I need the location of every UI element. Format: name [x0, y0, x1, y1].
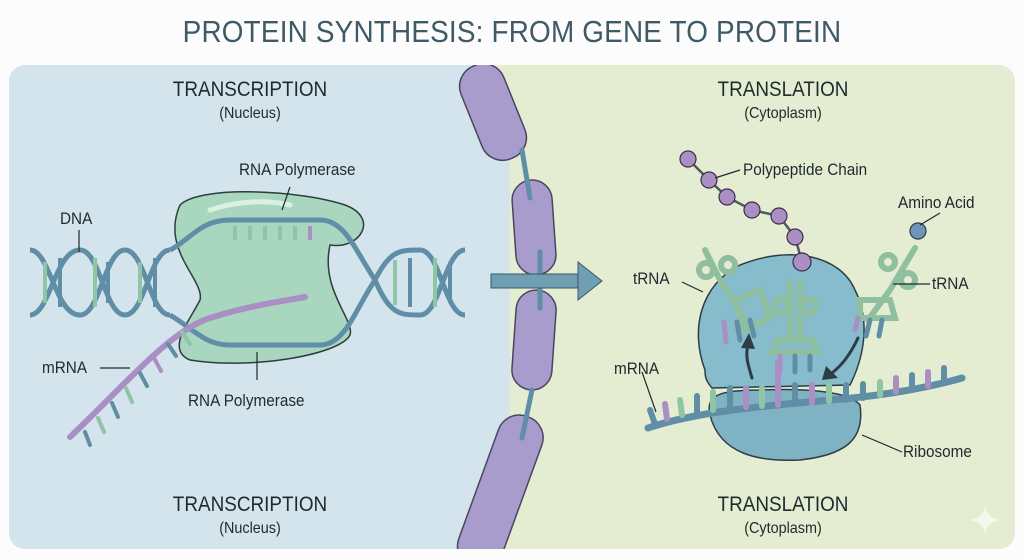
amino-acid-bead — [792, 252, 812, 272]
nucleus-footer-subheading: (Nucleus) — [219, 520, 281, 537]
trna-label-right: tRNA — [932, 274, 969, 293]
amino-acid-label: Amino Acid — [898, 193, 975, 212]
ribosome-label: Ribosome — [903, 442, 972, 461]
cytoplasm-subheading: (Cytoplasm) — [744, 105, 822, 122]
cytoplasm-footer-subheading: (Cytoplasm) — [744, 520, 822, 537]
dna-bubble-bases — [233, 226, 312, 240]
amino-acid-bead — [718, 188, 736, 206]
mrna-strand-translation — [644, 359, 966, 432]
amino-acid-bead — [679, 150, 697, 168]
nucleus-subheading: (Nucleus) — [219, 105, 281, 122]
amino-acid-bead — [700, 171, 718, 189]
arrow-up-icon — [741, 333, 755, 349]
dna-base-pairs-left — [43, 258, 157, 307]
dna-helix-left — [29, 247, 171, 318]
translation-footer-heading: TRANSLATION — [717, 493, 849, 516]
nuclear-pore-segment — [458, 65, 528, 162]
trna-center-anticodons — [777, 353, 813, 375]
nuclear-membrane — [456, 65, 585, 549]
polypeptide-chain — [679, 150, 812, 272]
amino-acid-bead — [770, 207, 788, 225]
sparkle-icon — [970, 505, 1000, 535]
arrow-down-icon — [822, 366, 838, 380]
mrna-label-translation: mRNA — [614, 359, 660, 378]
polypeptide-chain-label: Polypeptide Chain — [743, 160, 868, 179]
trna-left-anticodons — [721, 317, 757, 345]
trna-center — [767, 279, 823, 355]
mrna-label-transcription: mRNA — [42, 358, 88, 377]
nuclear-pore-segment — [511, 289, 557, 391]
dna-helix-right — [372, 247, 466, 318]
dna-base-pairs-right — [393, 258, 452, 307]
mrna-transcript — [67, 294, 308, 447]
dna-label: DNA — [60, 209, 93, 228]
trna-right-anticodons — [852, 315, 885, 339]
translation-heading: TRANSLATION — [717, 78, 849, 101]
leader-lines-right — [641, 169, 941, 453]
transcription-heading: TRANSCRIPTION — [172, 78, 328, 101]
rna-polymerase — [174, 191, 365, 364]
rna-polymerase-label-bottom: RNA Polymerase — [188, 391, 305, 410]
transcription-footer-heading: TRANSCRIPTION — [172, 493, 328, 516]
trna-label-left: tRNA — [633, 269, 670, 288]
amino-acid-bead — [786, 228, 804, 246]
trna-left — [696, 247, 774, 335]
leader-lines-left — [78, 186, 291, 380]
rna-polymerase-label-top: RNA Polymerase — [239, 160, 356, 179]
free-amino-acid — [909, 222, 927, 240]
amino-acid-bead — [743, 201, 761, 219]
page-title: PROTEIN SYNTHESIS: FROM GENE TO PROTEIN — [182, 14, 842, 49]
trna-right — [857, 245, 918, 323]
nuclear-pore-segment — [511, 179, 557, 276]
export-arrow-icon — [490, 260, 603, 302]
